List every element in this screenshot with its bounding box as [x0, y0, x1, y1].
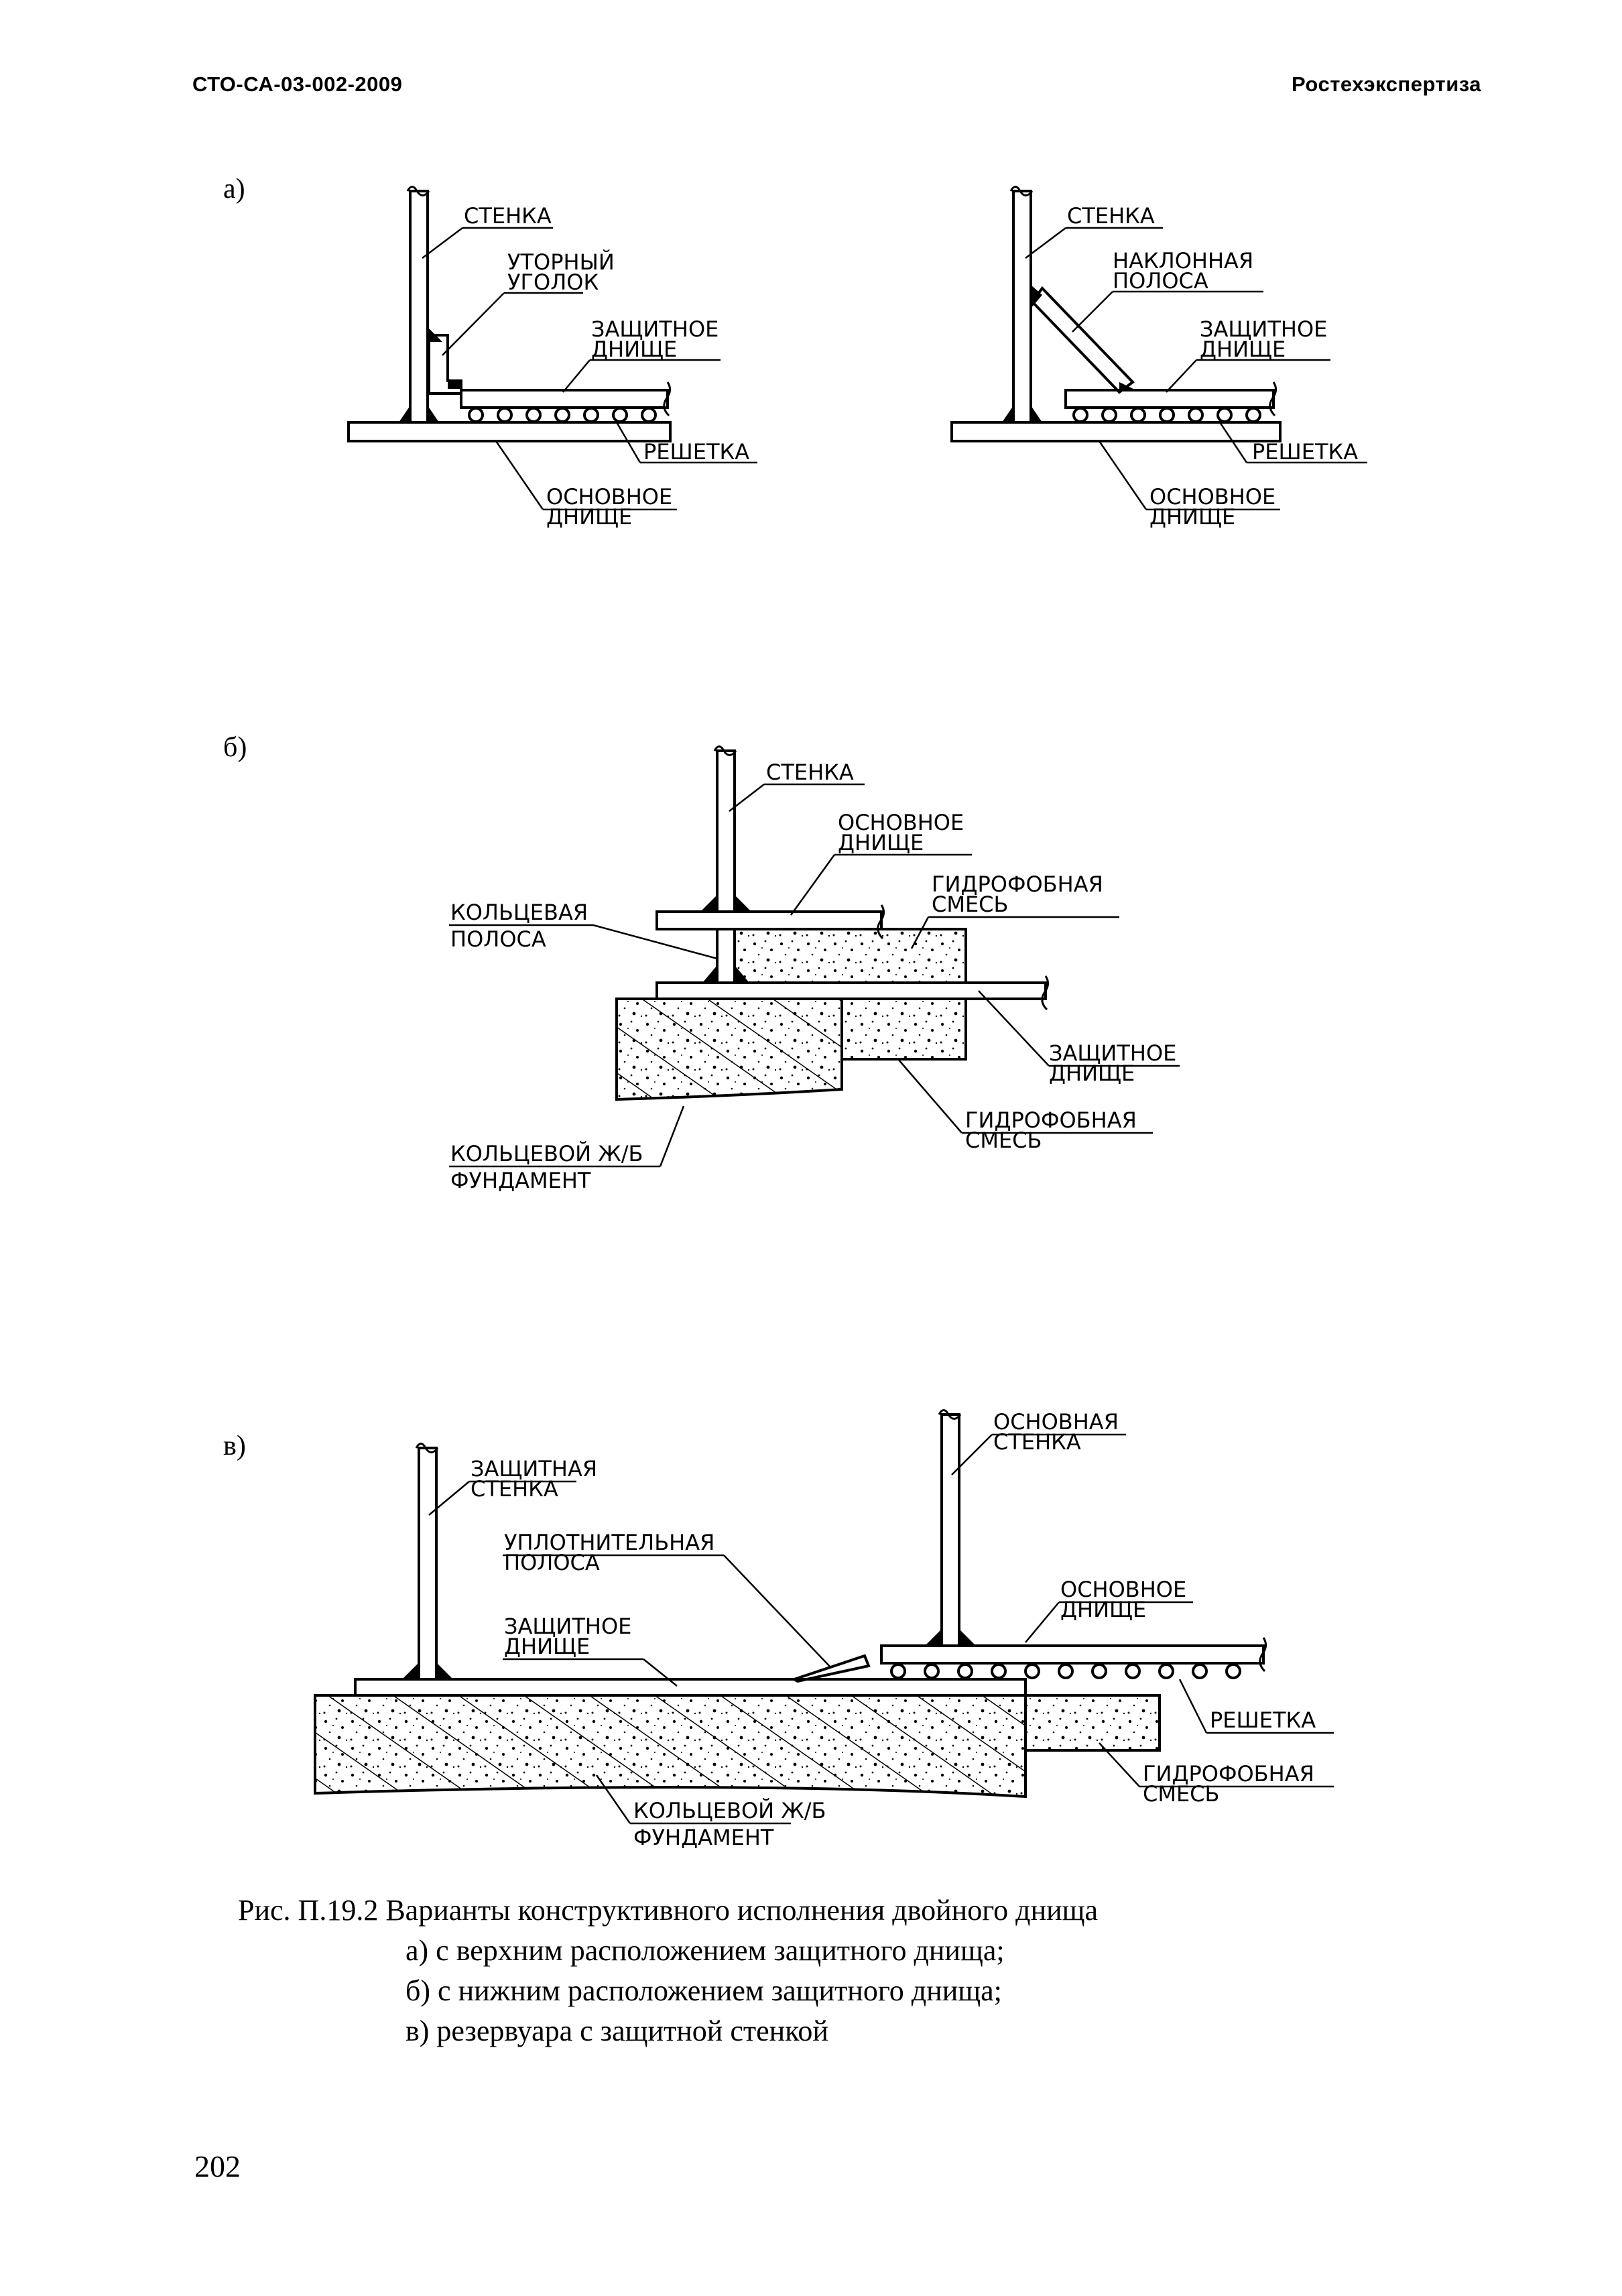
grid-rods [468, 407, 657, 423]
label-main-line1: ОСНОВНОЕ [1149, 484, 1275, 509]
label-angle-line2: УГОЛОК [507, 269, 599, 295]
label-sealing-strip-line1: УПЛОТНИТЕЛЬНАЯ [504, 1530, 714, 1555]
label-ring-strip-line2: ПОЛОСА [450, 926, 546, 952]
label-ring-strip-line1: КОЛЬЦЕВАЯ [450, 900, 588, 925]
panel-a-right-drawing [950, 186, 1367, 511]
ring-strip [716, 928, 736, 984]
label-main-wall-line2: СТЕНКА [993, 1429, 1081, 1455]
protective-bottom-plate [460, 389, 669, 409]
sealing-strip [791, 1654, 871, 1683]
label-hydrophobic-lower-line2: СМЕСЬ [965, 1128, 1042, 1153]
wall-plate [1012, 190, 1032, 424]
double-bottom-figure: а) СТЕНКА УТОРНЫЙ УГОЛОК ЗАЩИТНОЕ ДНИЩЕ … [223, 174, 1367, 1850]
label-foundation-line2: ФУНДАМЕНТ [450, 1168, 591, 1193]
label-hydrophobic-upper-line2: СМЕСЬ [932, 892, 1008, 917]
grid-rods [1072, 407, 1261, 423]
panel-a-marker: а) [223, 174, 245, 204]
label-protective-bottom-line1: ЗАЩИТНОЕ [504, 1614, 631, 1639]
label-wall: СТЕНКА [464, 203, 552, 229]
label-hydrophobic-upper-line1: ГИДРОФОБНАЯ [932, 871, 1103, 897]
panel-b-drawing [449, 745, 1180, 1168]
label-hydrophobic-lower-line1: ГИДРОФОБНАЯ [965, 1107, 1137, 1133]
label-grid: РЕШЕТКА [1252, 439, 1358, 465]
publisher-name: Ростехэкспертиза [1292, 72, 1481, 96]
main-wall-plate [940, 1413, 960, 1647]
label-angle-line1: УТОРНЫЙ [507, 249, 615, 275]
label-protective-line1: ЗАЩИТНОЕ [1049, 1040, 1176, 1066]
inclined-strip [1030, 286, 1135, 394]
protective-bottom-plate [354, 1678, 1027, 1697]
label-protective-line2: ДНИЩЕ [1200, 337, 1286, 362]
label-foundation-line1: КОЛЬЦЕВОЙ Ж/Б [633, 1798, 826, 1823]
label-protective-line1: ЗАЩИТНОЕ [1200, 316, 1327, 342]
figure-caption-item-b: б) с нижним расположением защитного днищ… [406, 1974, 1002, 2007]
page-number: 202 [194, 2149, 241, 2183]
figure-caption-item-a: а) с верхним расположением защитного дни… [406, 1934, 1005, 1967]
figure-caption-title: Рис. П.19.2 Варианты конструктивного исп… [238, 1894, 1099, 1927]
label-main-line1: ОСНОВНОЕ [838, 810, 964, 835]
wall-plate [716, 749, 736, 913]
label-main-bottom-line2: ДНИЩЕ [1060, 1597, 1146, 1622]
grid-rods [890, 1663, 1241, 1679]
label-grid: РЕШЕТКА [643, 439, 749, 465]
panel-a-left-drawing [347, 186, 757, 511]
main-bottom-plate [950, 421, 1282, 442]
figure-caption-item-c: в) резервуара с защитной стенкой [406, 2014, 828, 2047]
label-strip-line1: НАКЛОННАЯ [1113, 248, 1253, 274]
label-main-bottom-line1: ОСНОВНОЕ [1060, 1577, 1186, 1602]
hydrophobic-mix [1024, 1694, 1161, 1752]
panel-b-marker: б) [223, 732, 247, 763]
label-foundation-line2: ФУНДАМЕНТ [633, 1825, 774, 1850]
label-protective-line1: ЗАЩИТНОЕ [591, 316, 719, 342]
protective-wall-plate [418, 1447, 438, 1681]
label-wall: СТЕНКА [766, 760, 854, 785]
label-main-line2: ДНИЩЕ [546, 504, 632, 530]
label-foundation-line1: КОЛЬЦЕВОЙ Ж/Б [450, 1141, 643, 1166]
label-hydrophobic-line2: СМЕСЬ [1143, 1781, 1219, 1807]
main-bottom-plate [347, 421, 672, 442]
label-main-line2: ДНИЩЕ [838, 830, 924, 855]
panel-c-drawing [314, 1409, 1334, 1825]
label-wall: СТЕНКА [1067, 203, 1155, 229]
main-bottom-plate [880, 1644, 1265, 1665]
label-protective-wall-line2: СТЕНКА [471, 1476, 558, 1502]
main-bottom-plate [656, 910, 883, 930]
label-hydrophobic-line1: ГИДРОФОБНАЯ [1143, 1761, 1314, 1787]
label-protective-wall-line1: ЗАЩИТНАЯ [471, 1456, 597, 1482]
label-main-line2: ДНИЩЕ [1149, 504, 1235, 530]
label-protective-bottom-line2: ДНИЩЕ [504, 1634, 590, 1659]
hydrophobic-mix-upper [733, 928, 967, 984]
document-code: СТО-СА-03-002-2009 [192, 72, 403, 96]
label-protective-line2: ДНИЩЕ [591, 337, 677, 362]
label-protective-line2: ДНИЩЕ [1049, 1061, 1135, 1086]
protective-bottom-plate [1064, 389, 1275, 409]
label-main-line1: ОСНОВНОЕ [546, 484, 672, 509]
protective-bottom-plate [656, 981, 1047, 1000]
wall-plate [409, 190, 429, 424]
label-main-wall-line1: ОСНОВНАЯ [993, 1409, 1119, 1435]
panel-c-marker: в) [223, 1431, 246, 1461]
label-grid: РЕШЕТКА [1210, 1707, 1316, 1733]
hydrophobic-mix-lower [840, 998, 967, 1061]
label-strip-line2: ПОЛОСА [1113, 268, 1208, 294]
label-sealing-strip-line2: ПОЛОСА [504, 1550, 600, 1575]
angle-bar [428, 334, 462, 395]
